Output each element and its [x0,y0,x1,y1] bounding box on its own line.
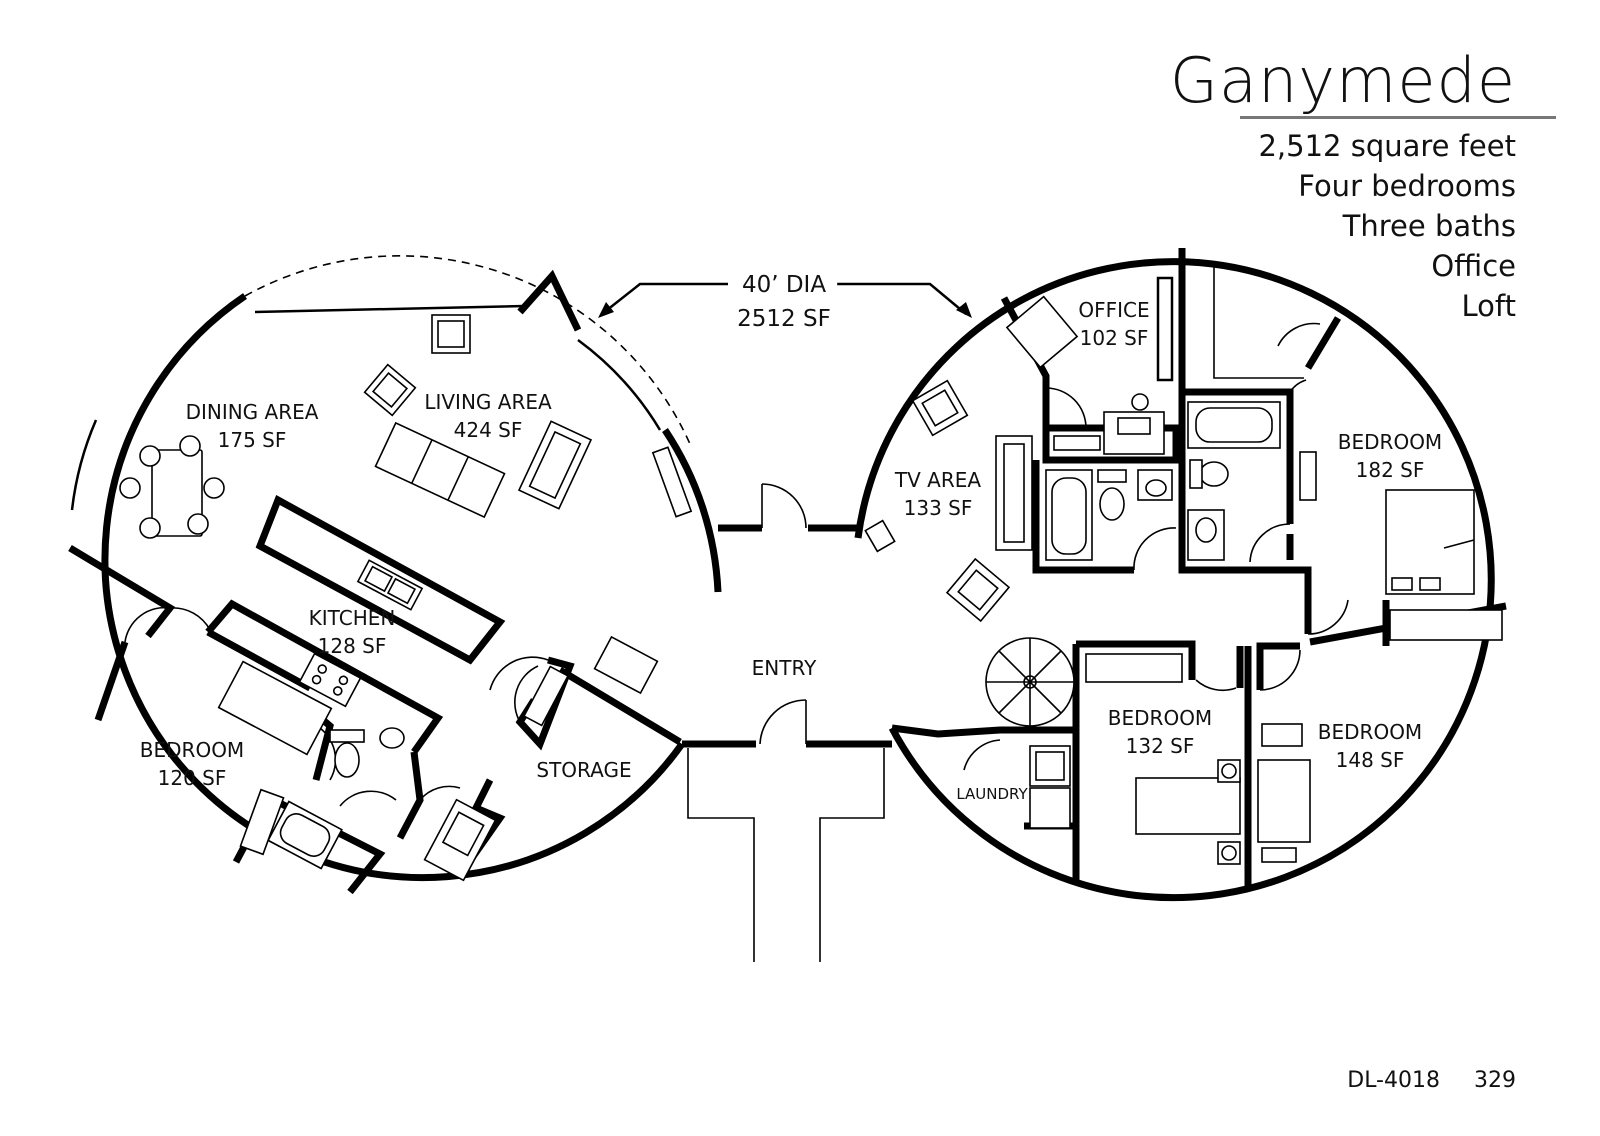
room-bedroom-middle: BEDROOM 132 SF [1108,704,1212,760]
room-bedroom-northeast: BEDROOM 182 SF [1338,428,1442,484]
room-kitchen: KITCHEN 128 SF [309,604,396,660]
spec-baths: Three baths [1342,209,1516,243]
left-dome [68,255,722,895]
room-bedroom-west-area: 120 SF [157,766,227,790]
room-bedroom-southeast: BEDROOM 148 SF [1318,718,1422,774]
room-office: OFFICE 102 SF [1078,296,1149,352]
plan-title: Ganymede [1169,44,1516,117]
room-laundry-name: LAUNDRY [956,785,1028,803]
room-entry: ENTRY [752,654,817,682]
room-living: LIVING AREA 424 SF [424,388,551,444]
room-kitchen-name: KITCHEN [308,606,396,630]
title-underline [1240,116,1556,119]
page-number: 329 [1474,1068,1516,1093]
plan-footer: DL-4018 329 [1313,1068,1516,1093]
dimension-area: 2512 SF [737,306,831,332]
dimension-label: 40’ DIA 2512 SF [731,268,837,336]
room-office-area: 102 SF [1079,326,1149,350]
plan-specs: 2,512 square feet Four bedrooms Three ba… [1258,126,1516,326]
spec-area: 2,512 square feet [1258,129,1516,163]
room-bedroom-middle-area: 132 SF [1125,734,1195,758]
plan-code: DL-4018 [1347,1068,1440,1093]
spec-office: Office [1431,249,1516,283]
room-bedroom-northeast-area: 182 SF [1355,458,1425,482]
room-tv-area: 133 SF [903,496,973,520]
room-storage-name: STORAGE [536,758,632,782]
room-dining-name: DINING AREA [185,400,319,424]
room-laundry: LAUNDRY [956,780,1027,808]
room-bedroom-middle-name: BEDROOM [1107,706,1213,730]
right-dome [854,248,1507,902]
room-tv-name: TV AREA [894,468,982,492]
room-living-area: 424 SF [453,418,523,442]
dimension-diameter: 40’ DIA [741,272,827,298]
room-storage: STORAGE [536,756,631,784]
spec-loft: Loft [1461,289,1516,323]
room-kitchen-area: 128 SF [317,634,387,658]
room-bedroom-southeast-name: BEDROOM [1317,720,1423,744]
room-office-name: OFFICE [1078,298,1150,322]
room-bedroom-northeast-name: BEDROOM [1337,430,1443,454]
entry-connector [682,483,892,962]
spec-bedrooms: Four bedrooms [1298,169,1516,203]
room-living-name: LIVING AREA [424,390,552,414]
room-bedroom-west: BEDROOM 120 SF [140,736,244,792]
room-entry-name: ENTRY [751,656,817,680]
diameter-arrows [598,282,972,318]
room-tv: TV AREA 133 SF [895,466,981,522]
room-bedroom-southeast-area: 148 SF [1335,748,1405,772]
room-dining: DINING AREA 175 SF [186,398,319,454]
room-dining-area: 175 SF [217,428,287,452]
room-bedroom-west-name: BEDROOM [139,738,245,762]
